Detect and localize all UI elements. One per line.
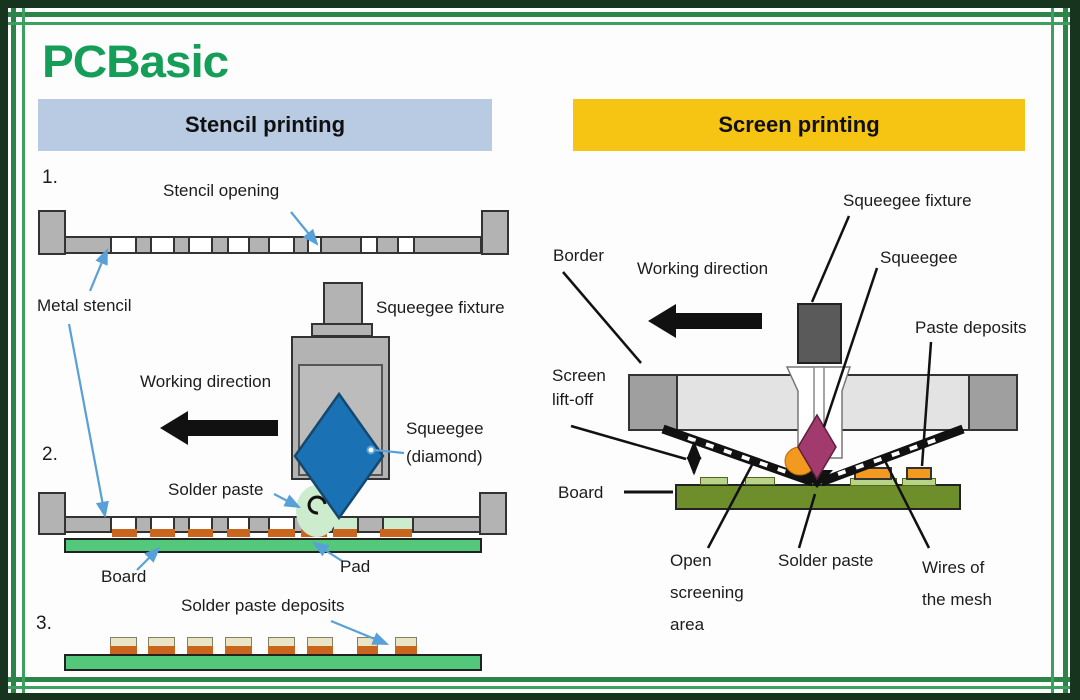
stencil-opening-label: Stencil opening bbox=[163, 181, 280, 200]
stencil2-left-block bbox=[38, 492, 66, 535]
board-label: Board bbox=[101, 567, 147, 586]
frame-line bbox=[8, 12, 1070, 17]
solder-paste-blob-right bbox=[784, 446, 816, 476]
frame-edge-bottom bbox=[0, 693, 1080, 700]
step-2-number: 2. bbox=[42, 444, 58, 465]
pad bbox=[268, 529, 295, 537]
working-direction-arrow-left bbox=[160, 411, 278, 445]
screen-liftoff-label-1: Screen bbox=[552, 366, 606, 385]
squeegee-fixture-label-right: Squeegee fixture bbox=[843, 191, 972, 210]
screen-border-right bbox=[968, 374, 1018, 431]
pad bbox=[112, 529, 137, 537]
paste-deposit bbox=[906, 467, 932, 480]
frame-edge-right bbox=[1070, 0, 1080, 700]
mesh-right bbox=[819, 424, 965, 487]
frame-line-thin bbox=[8, 686, 1070, 689]
open-screening-label-2: screening bbox=[670, 583, 744, 602]
screen-printing-header: Screen printing bbox=[573, 99, 1025, 151]
squeegee-fixture-inner bbox=[298, 364, 383, 476]
metal-stencil-1 bbox=[64, 236, 482, 254]
board-step2 bbox=[64, 538, 482, 553]
pad bbox=[188, 529, 213, 537]
step-3-number: 3. bbox=[36, 613, 52, 634]
pad bbox=[227, 529, 250, 537]
squeegee-fixture-label: Squeegee fixture bbox=[376, 298, 505, 317]
paste-deposits-label: Paste deposits bbox=[915, 318, 1027, 337]
frame-line-thin bbox=[1051, 8, 1054, 693]
board-pad bbox=[745, 477, 775, 485]
frame-edge-top bbox=[0, 0, 1080, 8]
squeegee-diamond-label-1: Squeegee bbox=[406, 419, 484, 438]
frame-line bbox=[1063, 8, 1068, 693]
stencil2-right-block bbox=[479, 492, 507, 535]
stencil-printing-header: Stencil printing bbox=[38, 99, 492, 151]
step-1-number: 1. bbox=[42, 167, 58, 188]
board-pad bbox=[700, 477, 728, 485]
frame-line bbox=[8, 677, 1070, 682]
open-screening-label-1: Open bbox=[670, 551, 712, 570]
stencil1-right-block bbox=[481, 210, 509, 255]
open-screening-label-3: area bbox=[670, 615, 705, 634]
wires-label-2: the mesh bbox=[922, 590, 992, 609]
solder-paste-label-right: Solder paste bbox=[778, 551, 874, 570]
pad bbox=[150, 529, 175, 537]
border-label: Border bbox=[553, 246, 605, 265]
board-step3 bbox=[64, 654, 482, 671]
screen-border-left bbox=[628, 374, 678, 431]
metal-stencil-2 bbox=[64, 516, 481, 533]
stencil1-left-block bbox=[38, 210, 66, 255]
pcbasic-logo: PCBasic bbox=[42, 36, 229, 87]
squeegee-fixture-flange bbox=[311, 323, 373, 337]
squeegee-diamond-label-2: (diamond) bbox=[406, 447, 483, 466]
solder-paste-deposits-label: Solder paste deposits bbox=[181, 596, 345, 615]
working-direction-arrow-right bbox=[648, 304, 762, 338]
pad bbox=[380, 529, 412, 537]
working-direction-label-right: Working direction bbox=[637, 259, 769, 278]
working-direction-label: Working direction bbox=[140, 372, 272, 391]
pad bbox=[333, 529, 357, 537]
screen-board bbox=[675, 484, 961, 510]
pad bbox=[301, 529, 327, 537]
squeegee-label-right: Squeegee bbox=[880, 248, 958, 267]
frame-line-thin bbox=[8, 22, 1070, 25]
metal-stencil-leader-up bbox=[88, 247, 109, 292]
squeegee-fixture-leader bbox=[810, 215, 851, 303]
mesh-wires-left bbox=[687, 436, 796, 477]
squeegee-fixture-top bbox=[323, 282, 363, 325]
frame-line-thin bbox=[22, 8, 25, 693]
pad-label: Pad bbox=[340, 557, 371, 576]
metal-stencil-label: Metal stencil bbox=[37, 296, 132, 315]
wires-label-1: Wires of bbox=[922, 558, 985, 577]
paste-roll-curl bbox=[307, 495, 327, 515]
screen-frame bbox=[628, 374, 1018, 431]
border-leader bbox=[562, 271, 642, 364]
solder-paste-leader bbox=[273, 493, 301, 509]
frame-edge-left bbox=[0, 0, 8, 700]
screen-squeegee-fixture bbox=[797, 303, 842, 364]
frame-line bbox=[11, 8, 16, 693]
screen-liftoff-label-2: lift-off bbox=[552, 390, 594, 409]
mesh-left bbox=[661, 424, 815, 487]
metal-stencil-leader-down bbox=[67, 323, 109, 519]
solder-paste-label: Solder paste bbox=[168, 480, 264, 499]
paste-deposit bbox=[854, 467, 892, 480]
board-label-right: Board bbox=[558, 483, 604, 502]
